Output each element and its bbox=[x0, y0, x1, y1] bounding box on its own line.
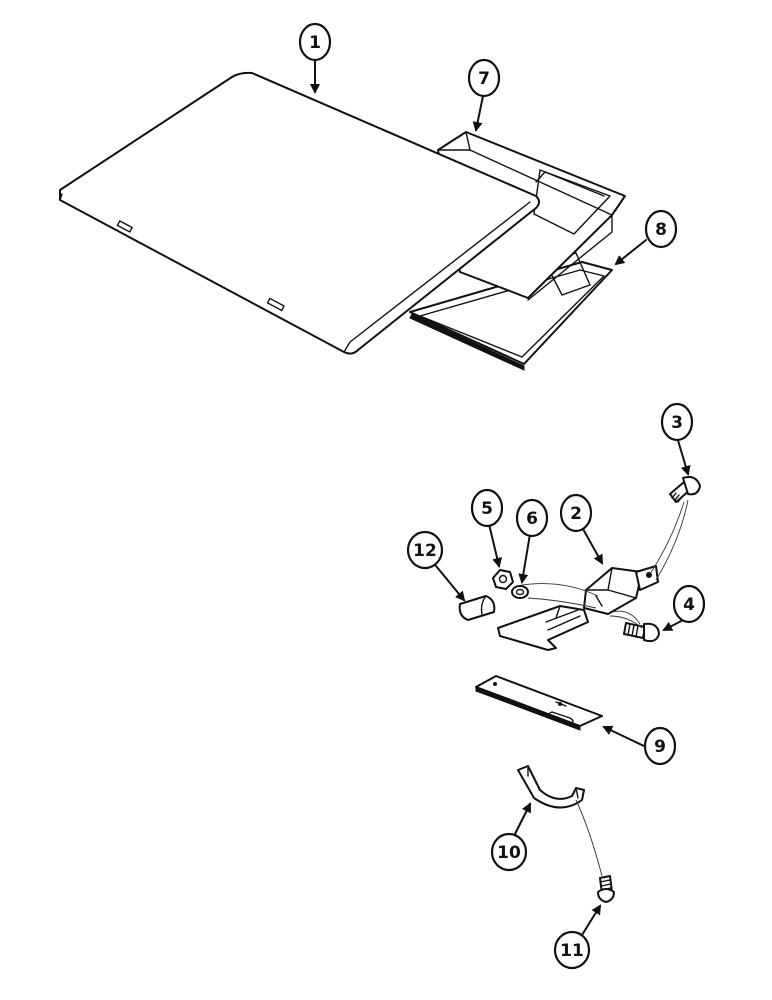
callout-10-label: 10 bbox=[497, 843, 521, 863]
part-10-handle bbox=[517, 765, 585, 809]
hinge-lever-arm bbox=[497, 605, 589, 651]
part-3-screw bbox=[669, 476, 701, 503]
callout-10: 10 bbox=[490, 832, 528, 872]
callout-7: 7 bbox=[467, 58, 501, 98]
callout-12: 12 bbox=[406, 530, 444, 570]
callout-4: 4 bbox=[672, 584, 706, 624]
callout-9-label: 9 bbox=[654, 737, 666, 757]
part-11-screw bbox=[597, 875, 615, 903]
callout-8: 8 bbox=[644, 209, 678, 249]
assembly-guide-lines bbox=[515, 499, 689, 877]
callout-6-label: 6 bbox=[526, 509, 538, 529]
callout-3-label: 3 bbox=[671, 413, 683, 433]
part-6-washer bbox=[511, 585, 529, 599]
part-5-nut bbox=[492, 569, 514, 590]
part-9-plate bbox=[475, 675, 603, 731]
part-4-screw bbox=[623, 622, 660, 643]
callout-5: 5 bbox=[470, 488, 504, 528]
callout-2: 2 bbox=[559, 493, 593, 533]
callout-4-label: 4 bbox=[683, 595, 695, 615]
part-8-base-plate bbox=[409, 252, 613, 371]
part-2-hinge-block bbox=[583, 565, 659, 615]
callout-1: 1 bbox=[298, 22, 332, 62]
callout-8-label: 8 bbox=[655, 220, 667, 240]
callout-2-label: 2 bbox=[570, 504, 582, 524]
callout-6: 6 bbox=[515, 498, 549, 538]
callout-3: 3 bbox=[660, 402, 694, 442]
callout-1-label: 1 bbox=[309, 33, 321, 53]
part-12-sleeve bbox=[458, 595, 496, 621]
callout-7-label: 7 bbox=[478, 69, 490, 89]
callout-11-label: 11 bbox=[560, 941, 584, 961]
callout-9: 9 bbox=[643, 726, 677, 766]
callout-5-label: 5 bbox=[481, 499, 493, 519]
callout-12-label: 12 bbox=[413, 541, 437, 561]
callout-11: 11 bbox=[553, 930, 591, 970]
part-1-lid bbox=[59, 71, 540, 355]
